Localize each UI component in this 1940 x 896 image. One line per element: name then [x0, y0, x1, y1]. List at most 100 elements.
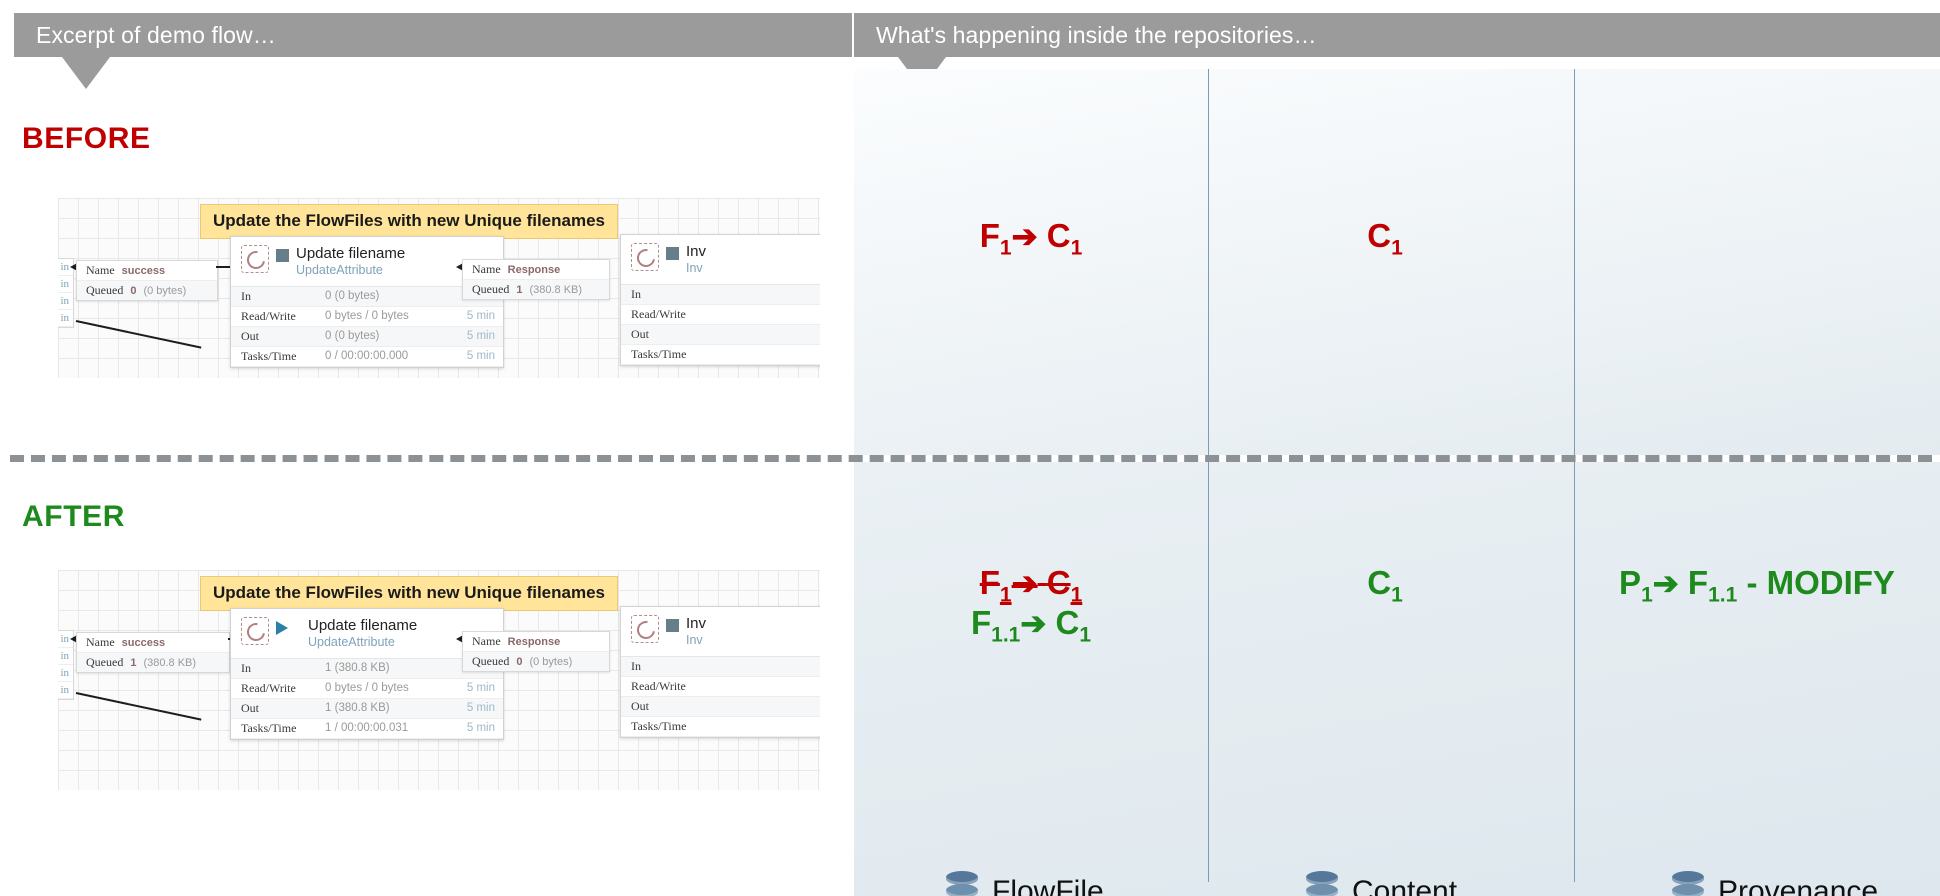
- running-play-icon[interactable]: [276, 621, 301, 635]
- processor-name: Update filename: [296, 245, 406, 262]
- processor-update-filename-after[interactable]: Update filename UpdateAttribute In 1 (38…: [230, 608, 504, 740]
- repo-after-provenance-entry: P1➔ F1.1 - MODIFY: [1574, 564, 1940, 608]
- banner-right-text: What's happening inside the repositories…: [876, 21, 1317, 48]
- connection-success-after[interactable]: Name success Queued 1 (380.8 KB): [76, 632, 230, 673]
- processor-name: Inv: [686, 615, 707, 632]
- connection-queued-row: Queued 0 (0 bytes): [463, 651, 609, 671]
- processor-header: Inv Inv: [621, 607, 820, 656]
- processor-text: Inv Inv: [686, 615, 706, 649]
- pv-rhs: F: [1687, 564, 1709, 601]
- stopped-square-icon[interactable]: [666, 247, 679, 260]
- stat-key: In: [241, 660, 251, 675]
- processor-invoke-before[interactable]: Inv Inv In Read/Write Out Tasks/Time: [620, 234, 820, 366]
- connection-arrow-head-right: [456, 633, 467, 645]
- table-row: Tasks/Time: [621, 344, 820, 365]
- stat-value-num: 1: [325, 662, 332, 674]
- processor-type-icon: [241, 245, 269, 273]
- stopped-square-icon[interactable]: [276, 249, 289, 262]
- stat-time: 5 min: [466, 330, 495, 342]
- table-row: Tasks/Time 1 / 00:00:00.031 5 min: [231, 718, 503, 739]
- stat-key: Out: [631, 698, 649, 713]
- nifi-canvas-before[interactable]: in in in in Update the FlowFiles with ne…: [58, 198, 820, 378]
- connection-response-after[interactable]: Name Response Queued 0 (0 bytes): [462, 631, 610, 672]
- legend-label-provenance: Provenance: [1718, 875, 1879, 896]
- arrow-icon: ➔: [1011, 219, 1038, 254]
- processor-type-icon: [241, 617, 269, 645]
- processor-type: Inv: [686, 261, 703, 276]
- stat-value-num: 0 / 00:00:00.000: [325, 350, 409, 362]
- connection-name-row: Name Response: [463, 260, 609, 279]
- stat-value-num: 0 bytes / 0 bytes: [325, 682, 409, 694]
- stat-key: Tasks/Time: [241, 348, 297, 363]
- stat-value-detail: (0 bytes): [334, 330, 380, 342]
- left-port-stub-before: in in in in: [58, 258, 74, 328]
- banner-left-text: Excerpt of demo flow…: [36, 21, 276, 48]
- processor-stats-table: In Read/Write Out Tasks/Time: [621, 283, 820, 365]
- arrow-icon: ➔: [1011, 566, 1038, 601]
- connection-queued-detail: (380.8 KB): [143, 656, 197, 669]
- legend-item-content: Content: [1306, 862, 1457, 896]
- stat-key: Tasks/Time: [631, 718, 687, 733]
- section-label-after: AFTER: [22, 500, 125, 533]
- processor-stats-table: In Read/Write Out Tasks/Time: [621, 655, 820, 737]
- repository-panel-after: F1➔ C1 F1.1➔ C1 C1 P1➔ F1.1 - MODIFY Flo…: [854, 462, 1940, 896]
- processor-type: Inv: [686, 633, 703, 648]
- stat-key: Read/Write: [631, 678, 686, 693]
- stat-time: 5 min: [466, 310, 495, 322]
- stat-value: 0 bytes / 0 bytes: [325, 682, 467, 694]
- repo-after-content-entry: C1: [1208, 564, 1562, 608]
- repo-column-divider-2: [1574, 69, 1575, 455]
- stopped-square-icon[interactable]: [666, 619, 679, 632]
- processor-invoke-after[interactable]: Inv Inv In Read/Write Out Tasks/Time: [620, 606, 820, 738]
- connection-queued-row: Queued 1 (380.8 KB): [77, 652, 229, 672]
- connection-name-value: Response: [507, 263, 561, 276]
- connection-success-before[interactable]: Name success Queued 0 (0 bytes): [76, 260, 218, 301]
- connection-queued-detail: (0 bytes): [143, 284, 187, 297]
- connection-response-before[interactable]: Name Response Queued 1 (380.8 KB): [462, 259, 610, 300]
- ff-lhs: F: [979, 217, 1000, 254]
- stat-key: Tasks/Time: [241, 720, 297, 735]
- connection-queued-value: 1: [130, 656, 137, 669]
- stub-port-3: in: [58, 682, 73, 699]
- database-icon: [946, 871, 978, 896]
- repository-legend: FlowFile Content Provenance: [854, 862, 1940, 896]
- connection-name-key: Name: [472, 262, 501, 276]
- flow-note-before: Update the FlowFiles with new Unique fil…: [200, 204, 618, 239]
- legend-item-provenance: Provenance: [1672, 862, 1878, 896]
- stat-time: 5 min: [466, 722, 495, 734]
- processor-name: Inv: [686, 243, 707, 260]
- connection-arrow-head-left: [70, 261, 81, 273]
- nifi-canvas-after[interactable]: in in in in Update the FlowFiles with ne…: [58, 570, 820, 790]
- pv-rhs-sub: 1.1: [1708, 583, 1738, 607]
- repo-before-content-entry: C1: [1208, 217, 1562, 261]
- left-port-stub-after: in in in in: [58, 630, 74, 700]
- ff-rhs-sub: 1: [1070, 236, 1083, 260]
- processor-text: Inv Inv: [686, 243, 706, 277]
- database-icon: [1306, 871, 1338, 896]
- stat-key: Read/Write: [631, 306, 686, 321]
- stat-value-num: 0: [325, 290, 332, 302]
- stat-value-num: 1: [325, 702, 332, 714]
- section-divider: [10, 455, 1932, 462]
- ff-old-lhs: F: [979, 564, 1000, 601]
- stat-time: 5 min: [466, 702, 495, 714]
- repo-before-flowfile-entry: F1➔ C1: [854, 217, 1208, 261]
- ff-new-lhs-sub: 1.1: [991, 623, 1021, 647]
- connection-name-key: Name: [472, 634, 501, 648]
- stat-key: In: [631, 658, 641, 673]
- processor-update-filename-before[interactable]: Update filename UpdateAttribute In 0 (0 …: [230, 236, 504, 368]
- stub-port-0: in: [58, 631, 73, 648]
- connection-queued-row: Queued 0 (0 bytes): [77, 280, 217, 300]
- connection-name-value: success: [121, 264, 166, 277]
- banner-left-flow: Excerpt of demo flow…: [14, 13, 852, 57]
- connection-queued-value: 0: [516, 655, 523, 668]
- repo-after-flowfile-old-entry: F1➔ C1: [854, 564, 1208, 608]
- processor-type: UpdateAttribute: [296, 263, 383, 278]
- ff-old-rhs: C: [1046, 564, 1071, 601]
- processor-text: Update filename UpdateAttribute: [308, 617, 417, 651]
- processor-type-icon: [631, 243, 659, 271]
- table-row: Read/Write: [621, 304, 820, 325]
- legend-item-flowfile: FlowFile: [946, 862, 1104, 896]
- ff-lhs-sub: 1: [999, 236, 1012, 260]
